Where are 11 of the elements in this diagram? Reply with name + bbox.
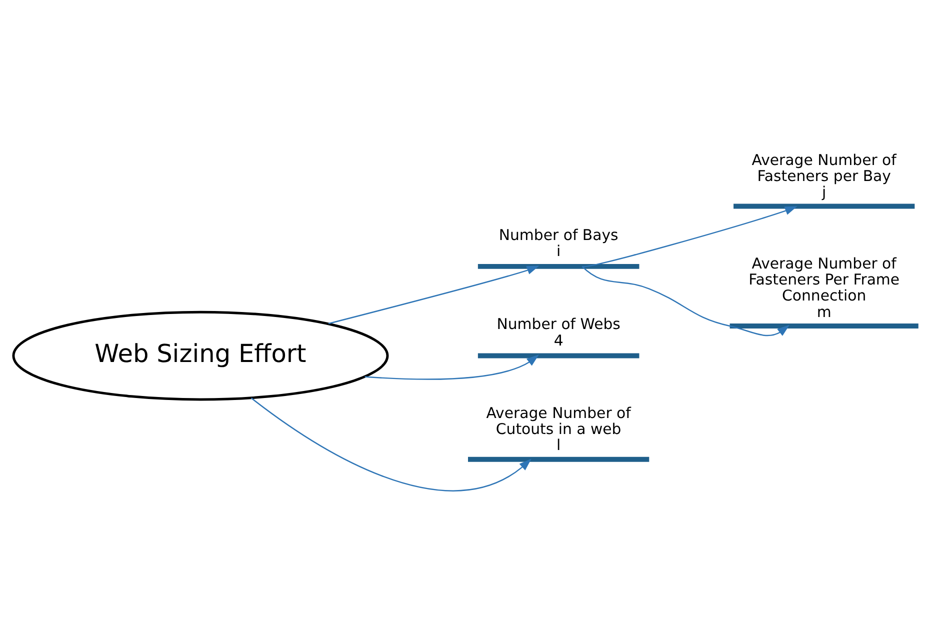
arrow [364,354,539,380]
arrow [582,206,798,267]
node-text: Number of Webs 4 [496,314,620,349]
arrow [582,266,790,336]
node-ellipse: Web Sizing Effort [12,310,389,400]
node-text: Average Number of Fasteners Per Frame Connection m [748,254,900,320]
node-text: Number of Bays i [498,225,618,260]
node-text: Average Number of Cutouts in a web l [486,403,631,454]
node-text: Average Number of Fasteners per Bay j [752,150,896,201]
arrow [328,265,540,324]
arrow [250,397,532,491]
